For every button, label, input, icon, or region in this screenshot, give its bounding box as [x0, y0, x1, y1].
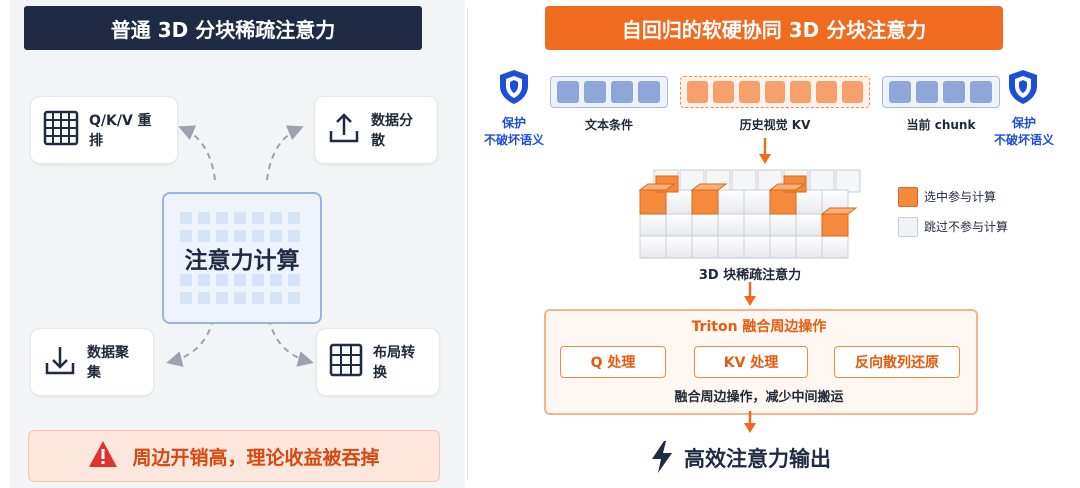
op-reverse-hash: 反向散列还原 — [834, 346, 960, 378]
sparse-cube-grid — [638, 169, 861, 259]
op-q-label: Q 处理 — [590, 355, 636, 371]
table-icon — [329, 343, 363, 381]
grid-icon — [43, 110, 79, 150]
op-kv-label: KV 处理 — [723, 355, 779, 371]
history-kv-label: 历史视觉 KV — [739, 118, 811, 132]
right-title-banner: 自回归的软硬协同 3D 分块注意力 — [545, 6, 1003, 50]
card-label-layout: 布局转换 — [373, 345, 415, 381]
op-q-process: Q 处理 — [560, 346, 666, 378]
card-label-partition: 数据分散 — [371, 113, 413, 149]
cube-label: 3D 块稀疏注意力 — [698, 268, 802, 283]
card-label-reorder: Q/K/V 重排 — [89, 113, 152, 149]
warning-icon — [88, 440, 118, 473]
arrow-down-2 — [744, 282, 756, 306]
download-icon — [43, 343, 77, 381]
center-label: 注意力计算 — [184, 248, 300, 274]
current-chunk-strip — [882, 76, 1000, 108]
card-layout-transform: 布局转换 — [316, 328, 440, 396]
left-title: 普通 3D 分块稀疏注意力 — [110, 17, 336, 42]
card-data-gather: 数据聚集 — [30, 328, 154, 396]
legend-selected-label: 选中参与计算 — [924, 190, 997, 204]
right-title: 自回归的软硬协同 3D 分块注意力 — [621, 17, 927, 42]
output-label: 高效注意力输出 — [684, 447, 831, 471]
legend-skipped-label: 跳过不参与计算 — [924, 220, 1009, 234]
protect-left-title: 保护 — [501, 116, 526, 130]
attention-compute-box: 注意力计算 — [162, 192, 322, 324]
arrow-down-3 — [744, 411, 756, 433]
warning-banner: 周边开销高，理论收益被吞掉 — [28, 430, 440, 482]
arrow-down-1 — [759, 138, 771, 164]
lightning-icon — [650, 440, 676, 474]
panel-divider — [467, 8, 468, 480]
protect-left-sub: 不破坏语义 — [483, 133, 544, 147]
card-qkv-reorder: Q/K/V 重排 — [30, 96, 178, 164]
history-kv-strip — [680, 76, 870, 108]
shield-icon — [497, 68, 533, 110]
protect-right-label: 保护 不破坏语义 — [988, 115, 1060, 149]
card-label-gather: 数据聚集 — [87, 345, 129, 381]
card-data-partition: 数据分散 — [314, 96, 438, 164]
connector-arrows — [166, 125, 314, 367]
triton-subtitle: 融合周边操作，减少中间搬运 — [674, 390, 844, 405]
shield-icon-right — [1006, 68, 1042, 110]
op-reverse-label: 反向散列还原 — [855, 355, 939, 371]
protect-left-label: 保护 不破坏语义 — [478, 115, 550, 149]
protect-right-sub: 不破坏语义 — [993, 133, 1054, 147]
upload-icon — [327, 111, 361, 149]
warning-text: 周边开销高，理论收益被吞掉 — [132, 446, 380, 469]
faint-grid-pattern — [180, 212, 300, 304]
op-kv-process: KV 处理 — [694, 346, 808, 378]
text-condition-strip — [550, 76, 668, 108]
current-chunk-label: 当前 chunk — [906, 118, 976, 132]
text-condition-label: 文本条件 — [584, 118, 633, 132]
legend-skipped-swatch — [898, 217, 918, 237]
triton-title: Triton 融合周边操作 — [691, 319, 827, 335]
legend-selected-swatch — [898, 187, 918, 207]
left-title-banner: 普通 3D 分块稀疏注意力 — [24, 6, 422, 50]
protect-right-title: 保护 — [1011, 116, 1036, 130]
